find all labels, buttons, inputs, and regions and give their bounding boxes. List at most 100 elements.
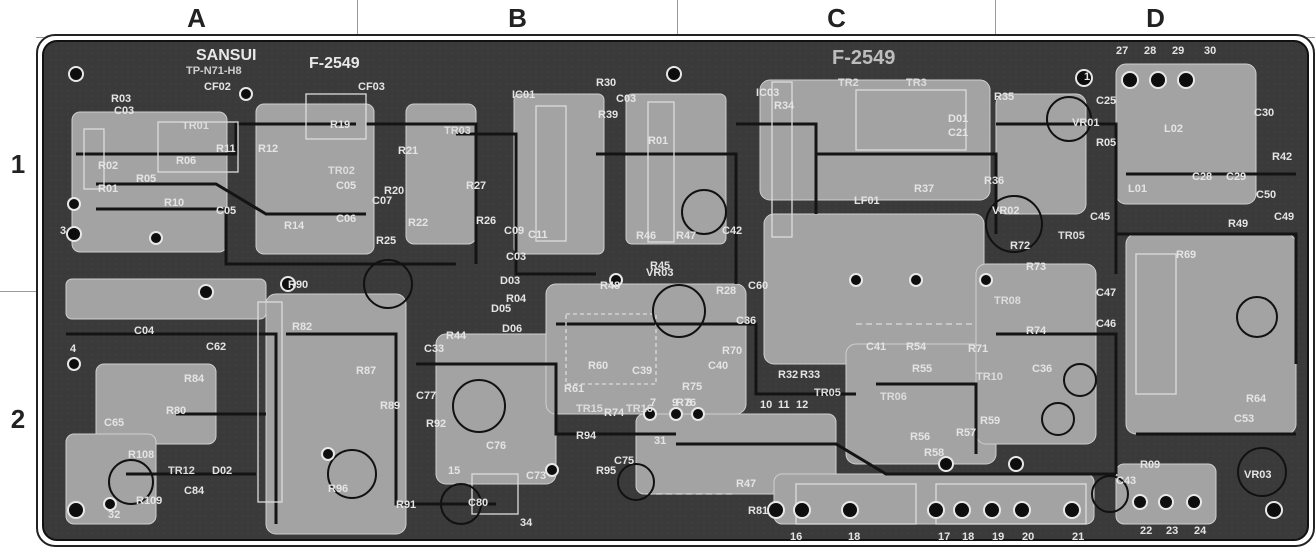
component-label: TR06 (880, 391, 907, 403)
component-label: R39 (598, 109, 618, 121)
pad-number: 10 (760, 399, 772, 411)
pad-number: 18 (848, 531, 860, 543)
component-label: D03 (500, 275, 520, 287)
component-label: D06 (502, 323, 522, 335)
component-label: R05 (136, 173, 156, 185)
component-label: VR03 (1244, 469, 1272, 481)
pad-number: 18 (962, 531, 974, 543)
component-label: C07 (372, 195, 392, 207)
pad-number: 17 (938, 531, 950, 543)
component-label: IC03 (756, 87, 779, 99)
pad-number: 34 (520, 517, 533, 529)
component-label: R47 (736, 478, 756, 490)
component-label: R44 (446, 330, 467, 342)
component-label: C62 (206, 341, 226, 353)
component-label: C28 (1192, 171, 1212, 183)
pad-number: 27 (1116, 45, 1128, 57)
column-header-a: A (36, 0, 358, 38)
component-label: R01 (98, 183, 118, 195)
component-label: C03 (616, 93, 636, 105)
component-label: TR3 (906, 77, 927, 89)
copper-traces (66, 122, 1298, 524)
component-label: R74 (604, 407, 625, 419)
component-label: C77 (416, 390, 436, 402)
component-label: R27 (466, 180, 486, 192)
component-label: R26 (476, 215, 496, 227)
component-label: R28 (716, 285, 736, 297)
component-label: C03 (506, 251, 526, 263)
component-label: C36 (736, 315, 756, 327)
component-label: R70 (722, 345, 742, 357)
component-label: TR08 (994, 295, 1021, 307)
component-label: C53 (1234, 413, 1254, 425)
component-label: R48 (600, 280, 620, 292)
component-label: C65 (104, 417, 124, 429)
component-label: TR03 (444, 125, 471, 137)
component-label: VR03 (646, 267, 674, 279)
component-label: R20 (384, 185, 404, 197)
component-label: CF03 (358, 81, 385, 93)
pcb-board: SANSUI TP-N71-H8 F-2549 F-2549 R03C03TR0… (36, 34, 1315, 547)
pad-number: 24 (1194, 525, 1207, 537)
component-label: C75 (614, 455, 634, 467)
component-label: R35 (994, 91, 1014, 103)
component-label: R109 (136, 495, 162, 507)
component-label: TR16 (626, 403, 653, 415)
component-label: C46 (1096, 318, 1116, 330)
component-label: R58 (924, 447, 944, 459)
component-label: R34 (774, 100, 795, 112)
pad-number: 19 (992, 531, 1004, 543)
component-label: R74 (1026, 325, 1047, 337)
pad-number: 16 (790, 531, 802, 543)
pad-number: 8 (686, 397, 692, 409)
component-label: R33 (800, 369, 820, 381)
component-label: R05 (1096, 137, 1116, 149)
component-label: R61 (564, 383, 584, 395)
pad-number: 28 (1144, 45, 1156, 57)
component-label: TR15 (576, 403, 603, 415)
component-label: R80 (166, 405, 186, 417)
pad-number: 22 (1140, 525, 1152, 537)
component-label: C05 (336, 180, 356, 192)
component-label: R76 (676, 397, 696, 409)
component-label: R21 (398, 145, 418, 157)
component-label: C60 (748, 280, 768, 292)
component-label: R92 (426, 418, 446, 430)
component-label: R60 (588, 360, 608, 372)
component-label: C73 (526, 470, 546, 482)
component-label: R10 (164, 197, 184, 209)
component-label: C76 (486, 440, 506, 452)
pad-number: 15 (448, 465, 460, 477)
pad-number: 9 (672, 397, 678, 409)
column-header-c: C (678, 0, 996, 38)
component-label: R42 (1272, 151, 1292, 163)
pad-number: 11 (778, 399, 790, 411)
component-label: VR01 (1072, 117, 1100, 129)
component-label: LF01 (854, 195, 880, 207)
component-label: C36 (1032, 363, 1052, 375)
component-label: C04 (134, 325, 155, 337)
component-label: R49 (1228, 218, 1248, 230)
row-header-1: 1 (0, 38, 36, 292)
component-label: R03 (111, 93, 131, 105)
component-label: R108 (128, 449, 154, 461)
row-header-2: 2 (10, 404, 26, 434)
pad-number: 32 (108, 509, 120, 521)
component-label: C47 (1096, 287, 1116, 299)
component-label: C45 (1090, 211, 1110, 223)
component-label: R59 (980, 415, 1000, 427)
component-label: R09 (1140, 459, 1160, 471)
component-label: R75 (682, 381, 702, 393)
component-label: R64 (1246, 393, 1267, 405)
component-label: R84 (184, 373, 205, 385)
component-label: CF02 (204, 81, 231, 93)
pad-number: 21 (1072, 531, 1084, 543)
component-label: R81 (748, 505, 768, 517)
component-label: TR05 (814, 387, 841, 399)
transistor-circles (108, 96, 1287, 525)
component-label: R36 (984, 175, 1004, 187)
component-label: R37 (914, 183, 934, 195)
component-label: C03 (114, 105, 134, 117)
